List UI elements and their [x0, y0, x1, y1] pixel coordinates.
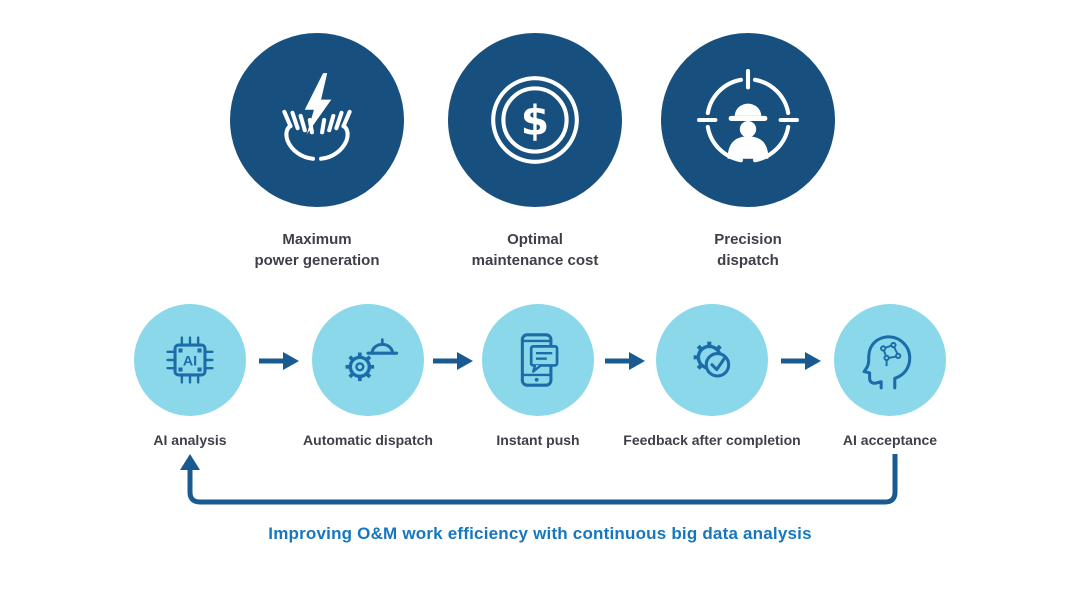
ai-analysis-circle: AI: [134, 304, 246, 416]
feedback-loop-arrow: [180, 454, 898, 505]
instant-push-circle: [482, 304, 594, 416]
hard-hat: [366, 338, 399, 355]
step-ai-acceptance: AI acceptance: [800, 304, 980, 448]
dollar-symbol: $: [521, 96, 549, 144]
ai-chip-icon: AI: [166, 336, 214, 384]
message-bubble: [529, 345, 559, 373]
step-label: Instant push: [496, 432, 580, 448]
phone-push-icon: [520, 333, 559, 387]
flow-arrow-icon: [433, 349, 473, 373]
flow-arrow-icon: [605, 349, 645, 373]
optimal-cost-circle: $: [448, 33, 622, 207]
step-ai-analysis: AI AI analysis: [100, 304, 280, 448]
max-power-circle: [230, 33, 404, 207]
benefit-label-line2: power generation: [254, 252, 380, 269]
ai-head-icon: [862, 335, 912, 390]
benefit-label-precision: Precision dispatch: [633, 229, 863, 271]
benefit-label-line1: Precision: [714, 231, 782, 248]
gear-helmet-icon: [345, 338, 399, 382]
step-label: AI acceptance: [842, 432, 938, 448]
benefit-optimal-cost: $ Optimal maintenance cost: [420, 33, 650, 271]
step-label: AI analysis: [153, 432, 227, 448]
precision-dispatch-circle: [661, 33, 835, 207]
step-instant-push: Instant push: [448, 304, 628, 448]
precision-target-icon: [697, 69, 799, 163]
automatic-dispatch-circle: [312, 304, 424, 416]
step-automatic-dispatch: Automatic dispatch: [278, 304, 458, 448]
benefit-label-line2: maintenance cost: [471, 252, 599, 269]
step-feedback-completion: Feedback after completion: [622, 304, 802, 448]
worker-silhouette: [727, 103, 769, 159]
gear-check-icon: [693, 341, 731, 378]
benefit-max-power: Maximum power generation: [202, 33, 432, 271]
benefit-label-optimal-cost: Optimal maintenance cost: [420, 229, 650, 271]
step-label: Feedback after completion: [623, 432, 801, 448]
chip-ai-text: AI: [183, 353, 197, 369]
check-mark: [710, 357, 726, 372]
loop-caption: Improving O&M work efficiency with conti…: [268, 524, 812, 543]
flow-arrow-icon: [259, 349, 299, 373]
step-label: Automatic dispatch: [303, 432, 433, 448]
flow-arrow-icon: [781, 349, 821, 373]
benefit-label-line1: Maximum: [282, 231, 352, 248]
circuit-brain: [880, 341, 902, 367]
ai-acceptance-circle: [834, 304, 946, 416]
benefit-label-line2: dispatch: [717, 252, 779, 269]
dollar-rings-icon: $: [491, 76, 579, 164]
benefit-precision-dispatch: Precision dispatch: [633, 33, 863, 271]
benefit-label-line1: Optimal: [507, 231, 563, 248]
feedback-completion-circle: [656, 304, 768, 416]
hands-energy-icon: [282, 73, 352, 161]
benefit-label-max-power: Maximum power generation: [202, 229, 432, 271]
